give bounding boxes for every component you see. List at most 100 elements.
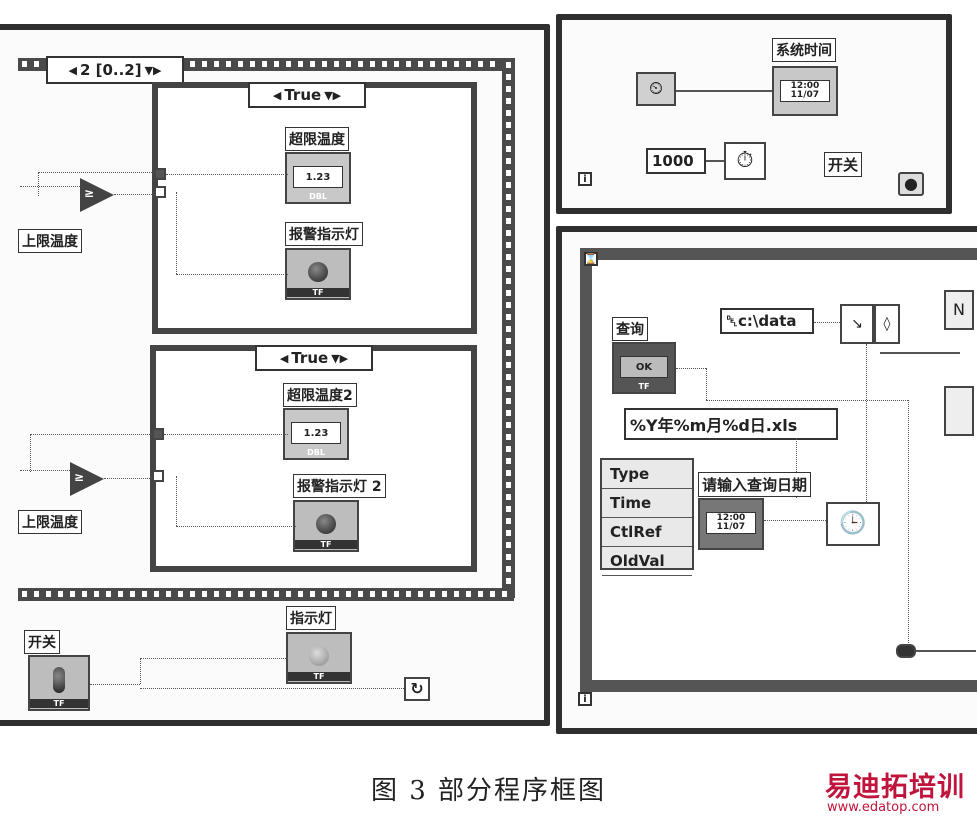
film-hole [506,62,511,68]
film-hole [130,591,135,597]
film-hole [506,134,511,140]
film-hole [506,206,511,212]
film-hole [250,61,255,67]
film-hole [298,61,303,67]
film-hole [358,61,363,67]
date-input-value: 12:00 11/07 [706,512,756,534]
film-hole [358,591,363,597]
wire [880,352,960,354]
wait-constant[interactable]: 1000 [646,148,706,174]
film-hole [226,591,231,597]
build-path-icon: ↘ [840,304,874,344]
limit-temp-label-2: 上限温度 [18,510,82,534]
film-hole [346,591,351,597]
case2-tunnel [152,470,164,482]
film-hole [506,98,511,104]
film-hole [506,182,511,188]
film-hole [506,74,511,80]
query-button[interactable]: OK TF [612,342,676,394]
wire [176,192,177,274]
indicator-lamp[interactable]: TF [286,632,352,684]
wire [30,434,31,472]
case2-alarm-lamp[interactable]: TF [293,500,359,552]
film-hole [322,591,327,597]
increment-arrow-icon[interactable]: ▼▶ [144,63,162,77]
film-hole [22,591,27,597]
film-hole [506,566,511,572]
case1-lamp-label: 报警指示灯 [285,222,363,246]
film-hole [506,518,511,524]
query-button-ok: OK [620,356,668,378]
case1-prev-icon[interactable]: ◀ [272,88,282,102]
case2-selector[interactable]: ◀ True ▼▶ [255,345,373,371]
film-hole [34,61,39,67]
film-hole [506,434,511,440]
film-hole [506,506,511,512]
bottom-iteration-terminal: i [578,692,592,706]
sequence-selector[interactable]: ◀ 2 [0..2] ▼▶ [46,56,184,84]
lamp-icon [308,261,328,282]
date-input-control[interactable]: 12:00 11/07 [698,498,764,550]
switch-control[interactable]: TF [28,655,90,711]
film-hole [478,61,483,67]
stop-terminal-icon[interactable]: ● [898,172,924,196]
wire [38,172,39,196]
format-constant[interactable]: %Y年%m月%d日.xls [624,408,838,440]
system-time-indicator[interactable]: 12:00 11/07 [772,66,838,116]
wire [140,688,406,689]
film-hole [298,591,303,597]
shift-register-icon [896,644,916,658]
film-hole [506,230,511,236]
lamp-icon [309,645,329,666]
film-hole [394,61,399,67]
film-hole [454,591,459,597]
case1-numeric-indicator[interactable]: 1.23 DBL [285,152,351,204]
case2-selector-terminal [152,428,164,440]
system-time-value: 12:00 11/07 [780,80,830,102]
event-item-time: Time [602,489,692,518]
case2-lamp-cap: TF [295,540,357,549]
event-data-node: Type Time CtlRef OldVal [600,458,694,576]
decrement-arrow-icon[interactable]: ◀ [68,63,77,77]
film-hole [430,61,435,67]
path-constant[interactable]: ␡c:\data [720,308,814,334]
film-hole [506,578,511,584]
case2-prev-icon[interactable]: ◀ [279,351,289,365]
case2-next-icon[interactable]: ▼▶ [331,351,349,365]
film-hole [506,146,511,152]
case2-numeric-indicator[interactable]: 1.23 DBL [283,408,349,460]
sequence-film-right [502,58,515,598]
loop-stop-icon[interactable]: ↻ [404,677,430,701]
comparator-1-symbol: ≥ [84,186,95,200]
right-node-icon [944,386,974,436]
case1-numeric-value: 1.23 [293,166,343,188]
film-hole [506,218,511,224]
film-hole [490,61,495,67]
film-hole [506,290,511,296]
wire [114,194,154,195]
path-value: c:\data [738,312,797,330]
wait-timer-icon: ⏱ [724,142,766,180]
film-hole [310,591,315,597]
case1-selector[interactable]: ◀ True ▼▶ [248,82,366,108]
film-hole [506,458,511,464]
case1-next-icon[interactable]: ▼▶ [324,88,342,102]
film-hole [202,61,207,67]
film-hole [370,61,375,67]
wire [90,684,140,685]
wire [706,368,707,400]
wire [676,90,774,92]
film-hole [506,242,511,248]
case1-alarm-lamp[interactable]: TF [285,248,351,300]
film-hole [334,591,339,597]
lamp-icon [316,513,336,534]
wire [764,520,826,521]
film-hole [166,591,171,597]
film-hole [382,61,387,67]
film-hole [94,591,99,597]
film-hole [478,591,483,597]
film-hole [506,194,511,200]
format-date-icon: 🕒 [826,502,880,546]
film-hole [154,591,159,597]
wire [20,186,80,187]
